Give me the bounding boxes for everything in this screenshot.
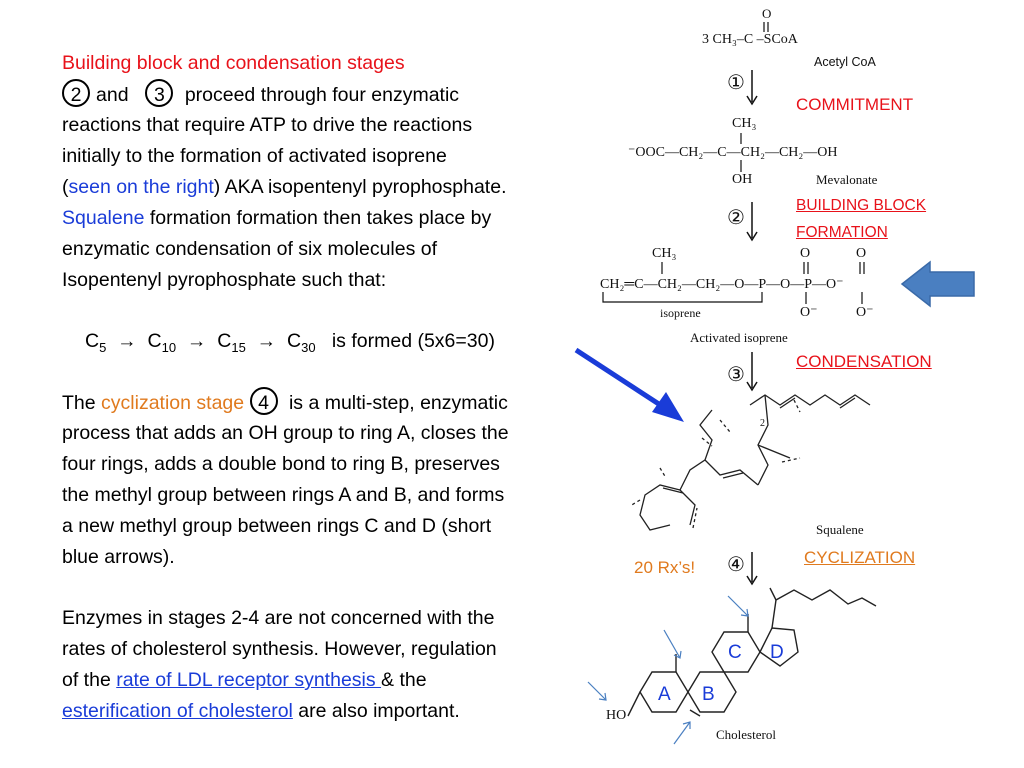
stage-2-circle: 2 bbox=[62, 79, 90, 107]
formula-arrow: → bbox=[117, 330, 137, 352]
p1-line1-rest: proceed through four enzymatic bbox=[184, 84, 460, 106]
stage-3-circle: 3 bbox=[145, 79, 174, 107]
mevalonate-formula: ⁻OOC—CH₂—C—CH₂—CH₂—OH bbox=[628, 145, 838, 160]
seen-on-right: seen on the right bbox=[68, 176, 214, 198]
ring-b-shape bbox=[687, 671, 737, 713]
paragraph-1-line-1: 2 and 3 proceed through four enzymatic bbox=[62, 79, 607, 111]
paren-open: ( bbox=[62, 176, 69, 198]
step3-circle: ③ bbox=[727, 364, 745, 386]
squalene-structure bbox=[629, 394, 871, 531]
p1-line3: initially to the formation of activated … bbox=[62, 145, 447, 167]
c10-sub: 10 bbox=[161, 339, 177, 355]
c15-sub: 15 bbox=[231, 339, 246, 355]
stage-4-circle: 4 bbox=[249, 387, 278, 415]
c-symbol: C bbox=[287, 330, 302, 352]
step3-arrow-head bbox=[746, 381, 758, 392]
ho-label: HO bbox=[606, 708, 627, 723]
p2-line1-rest: is a multi-step, enzymatic bbox=[288, 392, 508, 414]
p2-line2: process that adds an OH group to ring A,… bbox=[62, 422, 509, 444]
ring-d-label: D bbox=[770, 642, 784, 663]
p2-line5: a new methyl group between rings C and D… bbox=[62, 515, 492, 537]
highlight-arrow bbox=[900, 260, 975, 308]
amp-text: & the bbox=[381, 669, 427, 691]
iso-o-top-2: O bbox=[856, 246, 867, 261]
isoprene-label: isoprene bbox=[660, 306, 701, 320]
of-the-text: of the bbox=[62, 669, 111, 691]
the-text: The bbox=[62, 392, 96, 414]
iso-o-bot-2: O⁻ bbox=[856, 305, 874, 320]
acetyl-formula: 3 CH₃–C –SCoA bbox=[702, 32, 798, 47]
condensation-label: CONDENSATION bbox=[796, 352, 932, 371]
c-symbol: C bbox=[217, 330, 232, 352]
p3-line2: rates of cholesterol synthesis. However,… bbox=[62, 638, 497, 660]
carbon-formula: C5 → C10 → C15 → C30 is formed (5x6=30) bbox=[85, 326, 630, 363]
step1-arrow-head bbox=[746, 95, 758, 106]
squalene-word: Squalene bbox=[62, 207, 145, 229]
ring-a-label: A bbox=[658, 684, 671, 705]
mevalonate-label: Mevalonate bbox=[816, 172, 878, 187]
activated-isoprene-label: Activated isoprene bbox=[690, 330, 788, 345]
step2-arrow-head bbox=[746, 231, 758, 242]
formula-suffix: is formed (5x6=30) bbox=[331, 330, 495, 352]
p2-line1: The cyclization stage 4 is a multi-step,… bbox=[62, 387, 607, 419]
p1-line5: Squalene formation formation then takes … bbox=[62, 203, 607, 234]
squalene-carbon-2: 2 bbox=[760, 418, 765, 429]
ring-d-shape bbox=[759, 627, 799, 667]
p1-line2: reactions that require ATP to drive the … bbox=[62, 114, 473, 136]
p3-end: are also important. bbox=[298, 700, 460, 722]
isoprene-ch3: CH₃ bbox=[652, 246, 677, 261]
p1-line7: Isopentenyl pyrophosphate such that: bbox=[62, 269, 387, 291]
step1-circle: ① bbox=[727, 72, 745, 94]
p3-line4: esterification of cholesterol are also i… bbox=[62, 696, 607, 727]
step4-arrow-head bbox=[746, 575, 758, 586]
rxs-label: 20 Rx’s! bbox=[634, 558, 696, 577]
small-blue-arrows bbox=[587, 595, 749, 745]
p2-line4: the methyl group between rings A and B, … bbox=[62, 484, 505, 506]
p3-line3: of the rate of LDL receptor synthesis & … bbox=[62, 665, 607, 696]
and-text: and bbox=[96, 84, 129, 106]
p1-line4-rest: ) AKA isopentenyl pyrophosphate. bbox=[213, 176, 507, 198]
esterification-link[interactable]: esterification of cholesterol bbox=[62, 700, 293, 722]
p1-line4: (seen on the right) AKA isopentenyl pyro… bbox=[62, 172, 607, 203]
c5-sub: 5 bbox=[99, 339, 107, 355]
heading: Building block and condensation stages bbox=[62, 52, 405, 74]
step4-circle: ④ bbox=[727, 554, 745, 576]
acetyl-o: O bbox=[762, 6, 772, 21]
ldl-receptor-link[interactable]: rate of LDL receptor synthesis bbox=[116, 669, 382, 691]
building-block-label: BUILDING BLOCK bbox=[796, 197, 927, 214]
acetyl-coa-label: Acetyl CoA bbox=[814, 55, 876, 69]
formula-arrow: → bbox=[186, 330, 207, 352]
p3-line1: Enzymes in stages 2-4 are not concerned … bbox=[62, 607, 495, 629]
p1-line6: enzymatic condensation of six molecules … bbox=[62, 238, 438, 260]
c30-sub: 30 bbox=[301, 339, 316, 355]
formation-label: FORMATION bbox=[796, 224, 888, 241]
c-symbol: C bbox=[147, 330, 162, 352]
cholesterol-label: Cholesterol bbox=[716, 727, 776, 742]
isoprene-formula: CH₂═C—CH₂—CH₂—O—P—O—P—O⁻ bbox=[600, 277, 844, 292]
diagonal-blue-arrow-head bbox=[652, 392, 684, 422]
c-symbol: C bbox=[85, 330, 100, 352]
p1-line5-rest: formation formation then takes place by bbox=[149, 207, 492, 229]
formula-arrow: → bbox=[256, 330, 277, 352]
ring-b-label: B bbox=[702, 684, 715, 705]
mevalonate-oh: OH bbox=[732, 172, 753, 187]
p2-line6: blue arrows). bbox=[62, 546, 175, 568]
mevalonate-ch3: CH₃ bbox=[732, 116, 757, 131]
cyclization-stage: cyclization stage bbox=[101, 392, 245, 414]
p2-line3: four rings, adds a double bond to ring B… bbox=[62, 453, 500, 475]
iso-o-bot-1: O⁻ bbox=[800, 305, 818, 320]
cyclization-label: CYCLIZATION bbox=[804, 548, 916, 567]
cholesterol-structure bbox=[627, 587, 877, 717]
iso-o-top-1: O bbox=[800, 246, 811, 261]
squalene-label: Squalene bbox=[816, 522, 864, 537]
ring-c-label: C bbox=[728, 642, 742, 663]
diagonal-blue-arrow-shaft bbox=[574, 347, 670, 413]
step2-circle: ② bbox=[727, 207, 745, 229]
commitment-label: COMMITMENT bbox=[796, 95, 914, 114]
